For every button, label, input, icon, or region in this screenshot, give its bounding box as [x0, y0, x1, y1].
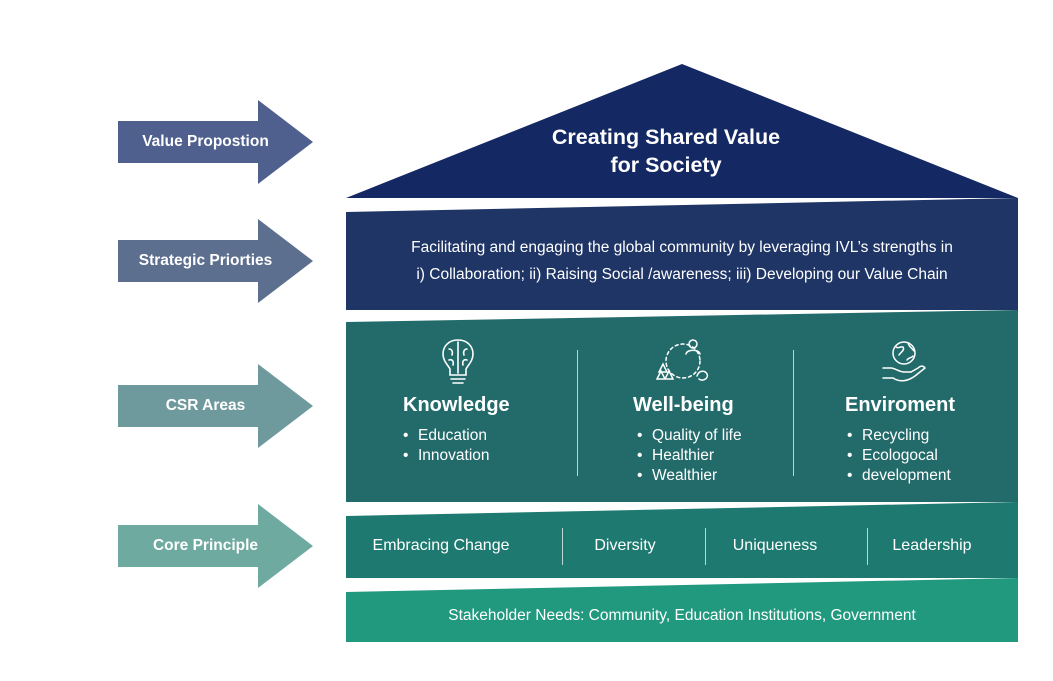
arrow-shape [118, 219, 313, 303]
core-item-uniqueness: Uniqueness [732, 537, 818, 554]
stakeholder-band [346, 578, 1018, 642]
csr-divider [577, 350, 578, 476]
list-item: Healthier [637, 446, 742, 466]
wellbeing-list: Quality of life Healthier Wealthier [637, 426, 742, 486]
list-item: Recycling [847, 426, 951, 446]
core-divider [867, 528, 868, 565]
globe-hand-icon [882, 341, 927, 382]
knowledge-list: Education Innovation [403, 426, 490, 466]
core-principle-label: Core Principle [152, 537, 259, 554]
list-item: Wealthier [637, 466, 742, 486]
arrow-shape [118, 100, 313, 184]
strategic-band [346, 198, 1018, 310]
strategic-line2: i) Collaboration; ii) Raising Social /aw… [416, 266, 948, 283]
arrow-shape [118, 364, 313, 448]
list-item: development [847, 466, 951, 486]
roof-shape [346, 64, 1018, 198]
core-principle-arrow: Core Principle [118, 504, 313, 588]
core-item-diversity: Diversity [594, 537, 656, 554]
csr-divider [793, 350, 794, 476]
environment-list: Recycling Ecologocal development [847, 426, 951, 486]
list-item: Innovation [403, 446, 490, 466]
csr-areas-arrow: CSR Areas [118, 364, 313, 448]
strategic-priorities-label: Strategic Priorties [138, 252, 273, 269]
csr-areas-label: CSR Areas [165, 397, 246, 414]
environment-title: Enviroment [845, 394, 956, 416]
core-item-leadership: Leadership [892, 537, 972, 554]
value-proposition-arrow: Value Propostion [118, 100, 313, 184]
wellbeing-title: Well-being [633, 394, 734, 416]
core-divider [705, 528, 706, 565]
list-item: Ecologocal [847, 446, 951, 466]
core-band [346, 502, 1018, 578]
stakeholder-needs-text: Stakeholder Needs: Community, Education … [448, 607, 916, 624]
community-cycle-icon [655, 339, 709, 381]
strategic-priorities-arrow: Strategic Priorties [118, 219, 313, 303]
list-item: Education [403, 426, 490, 446]
roof-title-line2: for Society [610, 153, 722, 177]
roof-title-line1: Creating Shared Value [551, 125, 781, 149]
core-item-embracing-change: Embracing Change [372, 537, 510, 554]
knowledge-title: Knowledge [403, 394, 510, 416]
list-item: Quality of life [637, 426, 742, 446]
value-proposition-label: Value Propostion [142, 133, 269, 150]
lightbulb-brain-icon [442, 339, 474, 384]
core-divider [562, 528, 563, 565]
strategic-priorities-text: Facilitating and engaging the global com… [350, 234, 1014, 288]
arrow-shape [118, 504, 313, 588]
roof-title: Creating Shared Value for Society [470, 123, 862, 179]
strategic-line1: Facilitating and engaging the global com… [411, 239, 953, 256]
